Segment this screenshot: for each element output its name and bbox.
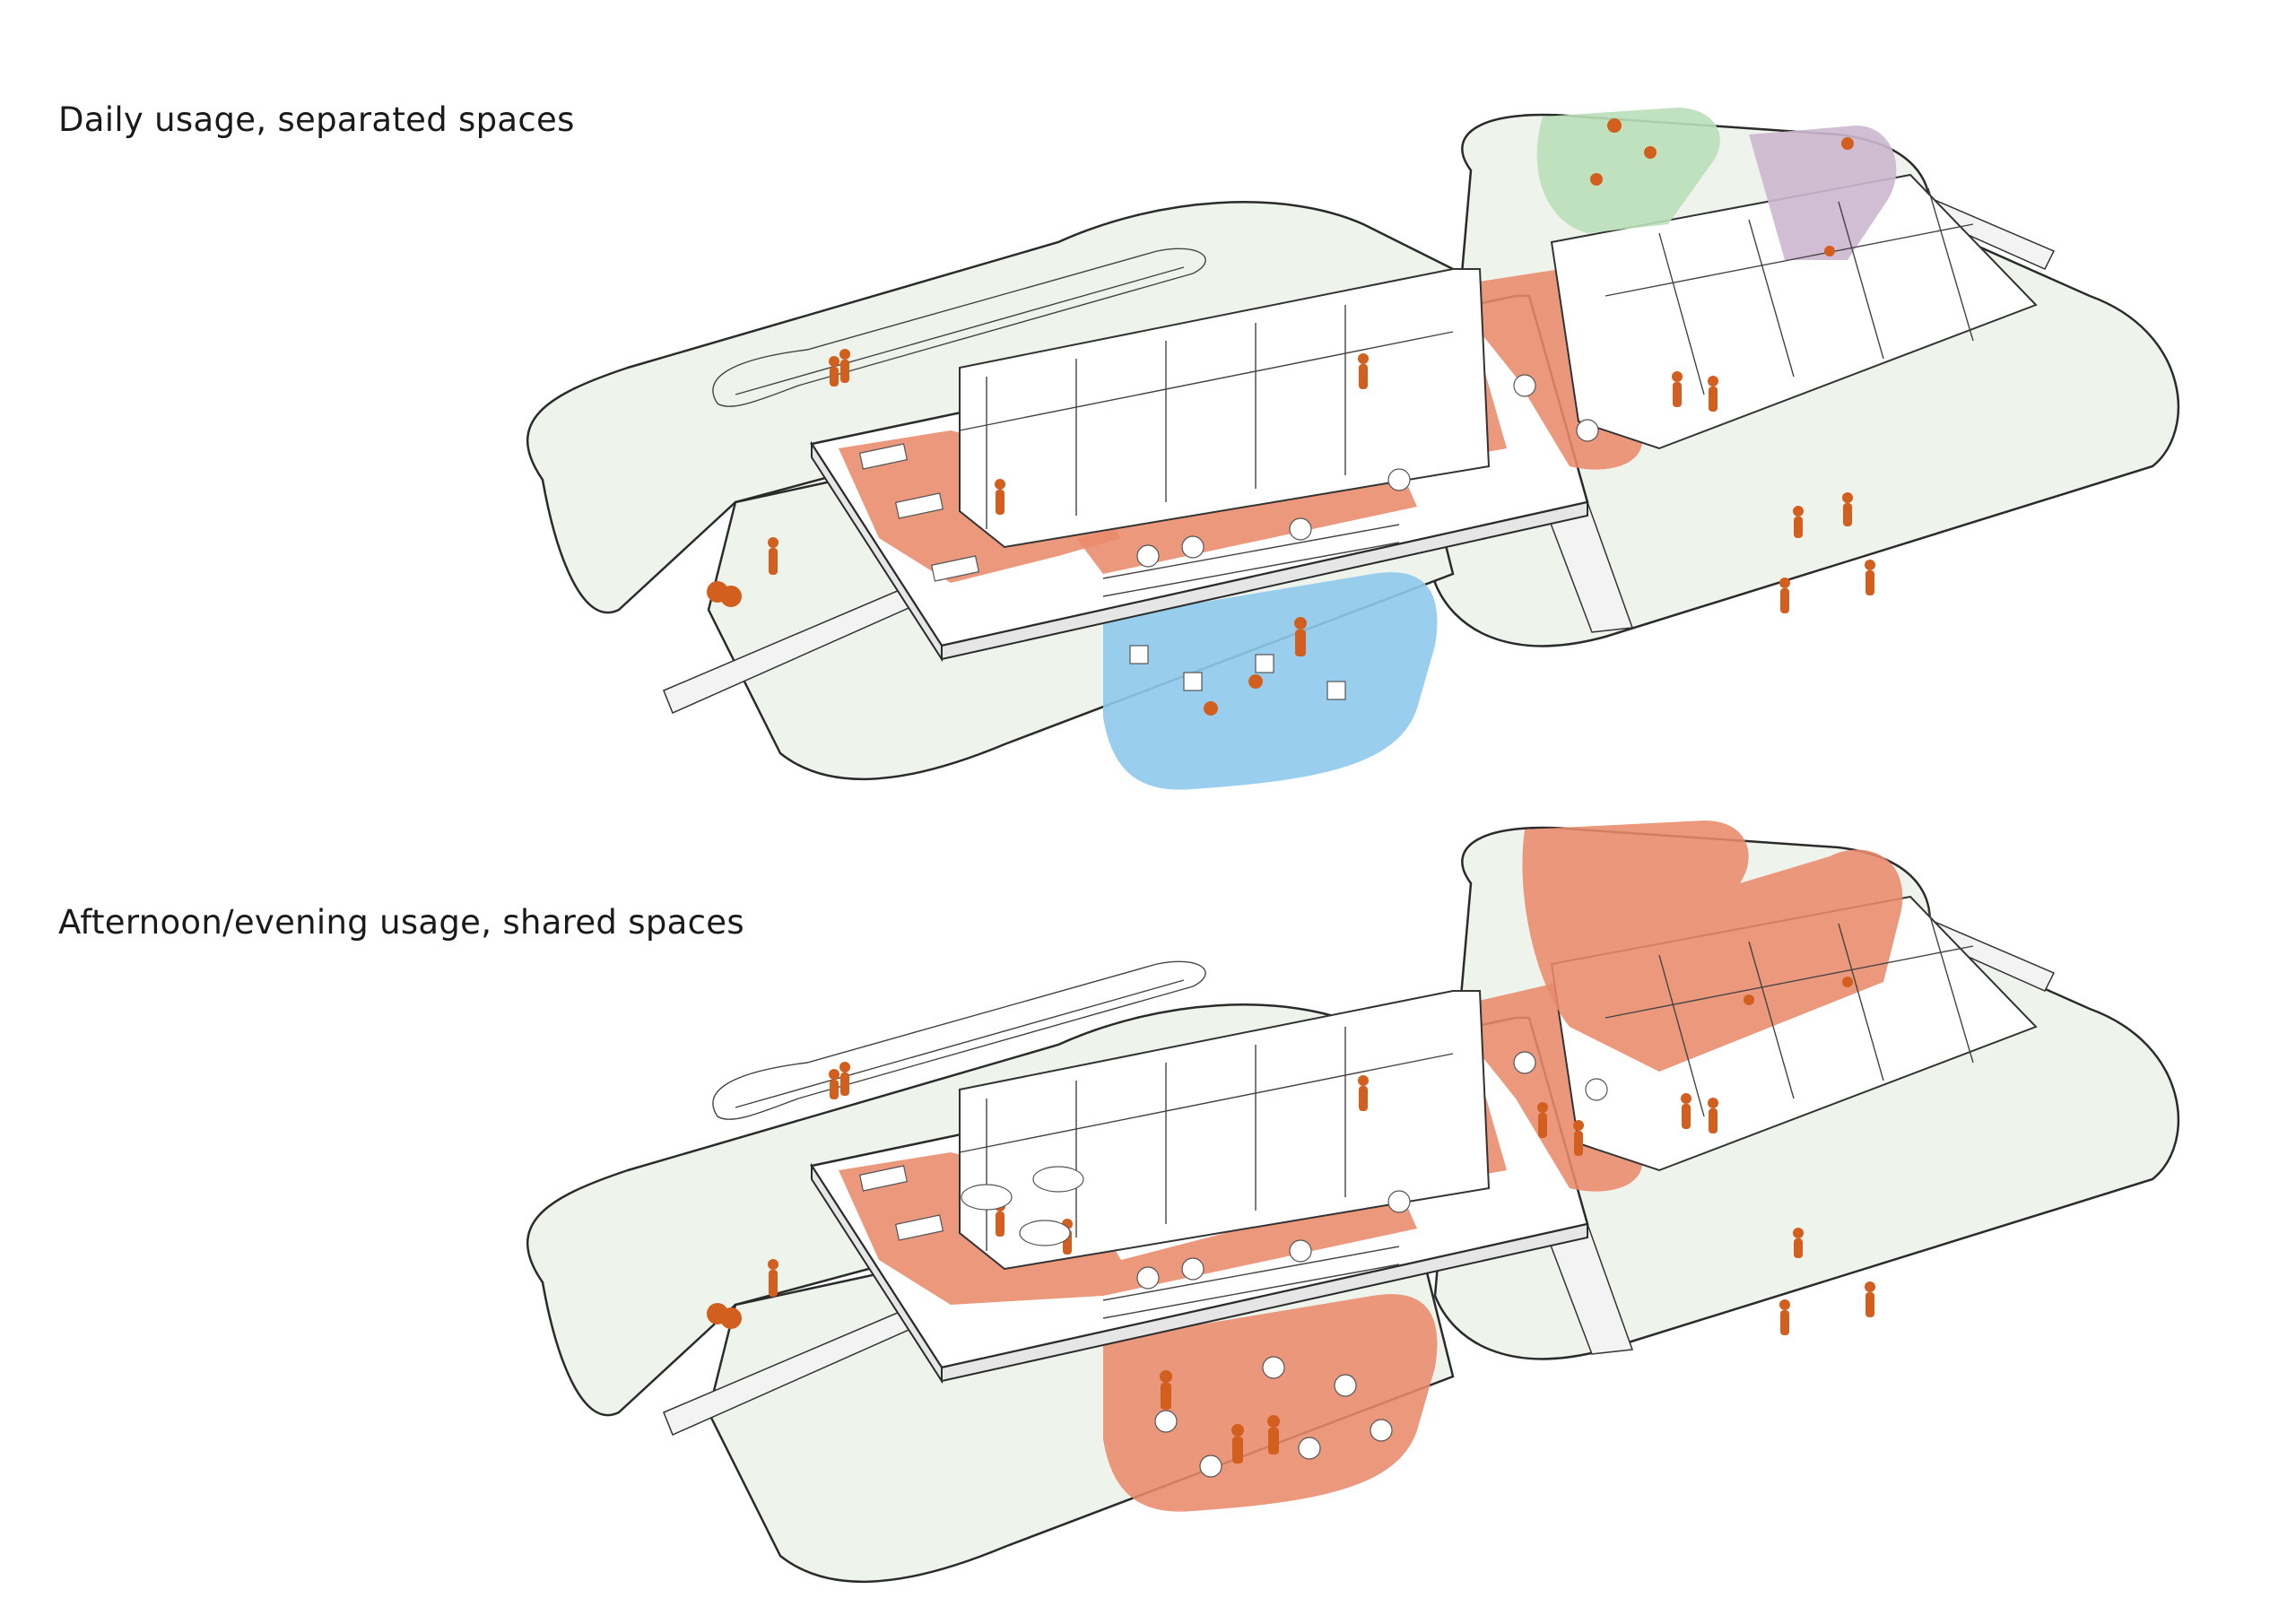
caption-evening-usage: Afternoon/evening usage, shared spaces xyxy=(58,903,744,942)
people-group-top xyxy=(707,118,1875,716)
furniture-bottom xyxy=(858,1051,1608,1478)
yoga-zone xyxy=(1536,108,1720,233)
glazing-band xyxy=(1102,1246,1400,1319)
running-track xyxy=(712,248,1206,407)
axonometric-drawing-evening xyxy=(526,821,2180,1584)
running-track xyxy=(712,960,1206,1120)
core-block xyxy=(959,990,1491,1271)
glazing-band xyxy=(1102,524,1400,597)
core-block xyxy=(959,268,1491,549)
axonometric-drawing xyxy=(526,108,2180,790)
furniture-top xyxy=(858,374,1599,700)
axonometric-daily-usage xyxy=(526,108,2180,790)
meeting-zone xyxy=(1749,126,1897,260)
shared-terrace-zone xyxy=(1522,821,1903,1072)
axonometric-evening-usage xyxy=(0,803,2296,1610)
outdoor-terrace-zone xyxy=(1103,572,1438,790)
caption-daily-usage: Daily usage, separated spaces xyxy=(58,100,575,139)
outdoor-event-zone xyxy=(1103,1294,1438,1512)
